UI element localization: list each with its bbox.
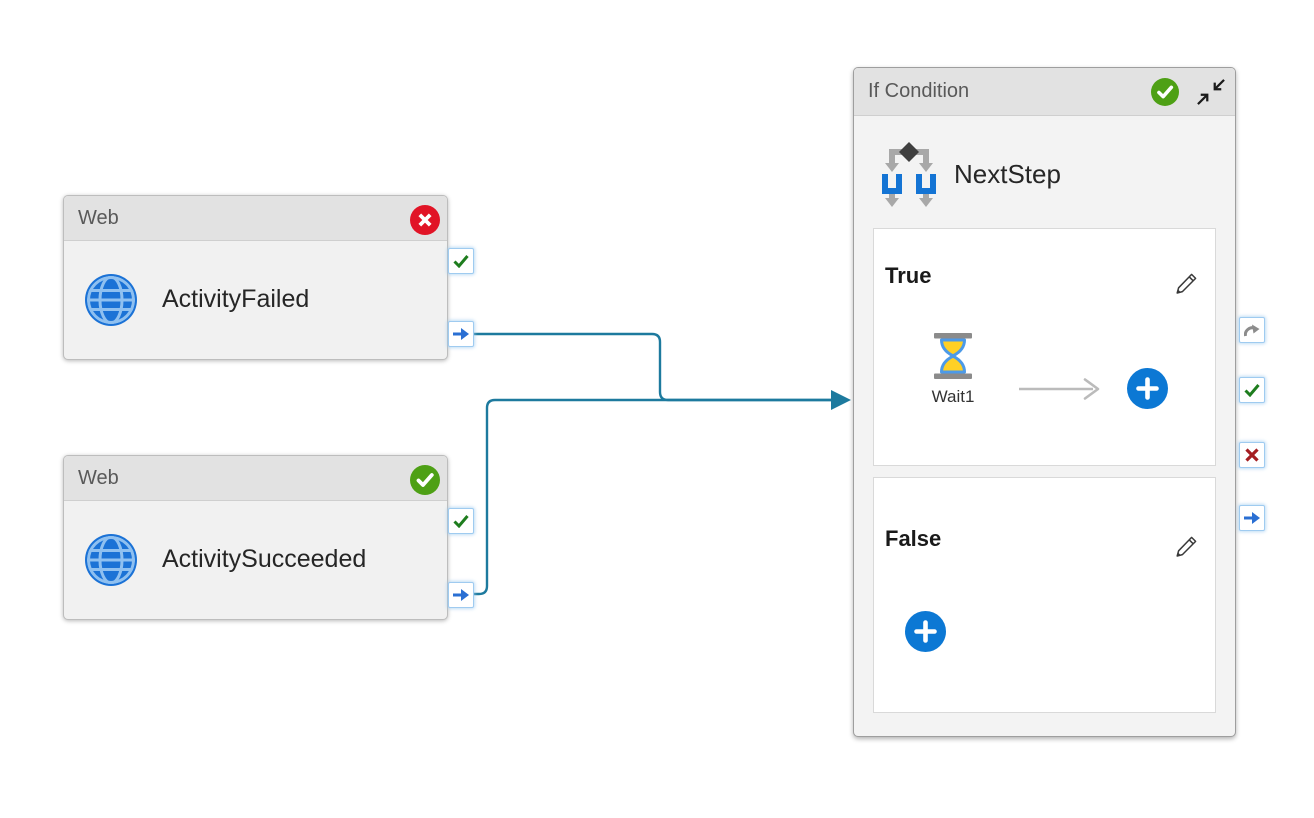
true-branch-label: True xyxy=(885,263,932,288)
false-branch-label: False xyxy=(885,526,942,551)
port-success[interactable] xyxy=(448,248,474,274)
activity-name: ActivitySucceeded xyxy=(162,545,367,573)
true-branch-container[interactable]: True Wait1 xyxy=(873,228,1216,466)
success-badge-icon xyxy=(410,465,440,495)
x-mark-icon xyxy=(1245,448,1259,462)
if-condition-icon xyxy=(879,141,939,207)
error-badge-icon xyxy=(410,205,440,235)
port-skipped[interactable] xyxy=(1239,317,1265,343)
web-activity-icon xyxy=(85,273,137,326)
activity-header: Web xyxy=(64,456,447,501)
activity-type-label: Web xyxy=(78,466,119,489)
if-condition-title-row: NextStep xyxy=(879,141,1061,207)
arrow-right-icon xyxy=(452,328,469,340)
port-success[interactable] xyxy=(1239,377,1265,403)
activity-name: NextStep xyxy=(954,158,1061,189)
add-activity-button[interactable] xyxy=(1127,368,1168,409)
activity-body: ActivitySucceeded xyxy=(64,501,447,618)
activity-body: ActivityFailed xyxy=(64,241,447,358)
hourglass-icon xyxy=(933,333,973,383)
port-completion[interactable] xyxy=(448,582,474,608)
flow-arrow-icon xyxy=(1017,375,1109,403)
activity-node-activitysucceeded[interactable]: Web ActivitySuc xyxy=(63,455,448,620)
connector-arrowhead xyxy=(831,390,851,410)
connector-activityfailed-to-nextstep[interactable] xyxy=(474,332,831,402)
web-activity-icon xyxy=(85,533,137,586)
activity-name: Wait1 xyxy=(931,387,975,406)
add-activity-button[interactable] xyxy=(905,611,946,652)
edit-pencil-icon[interactable] xyxy=(1173,271,1199,297)
port-success[interactable] xyxy=(448,508,474,534)
port-completion[interactable] xyxy=(448,321,474,347)
port-failure[interactable] xyxy=(1239,442,1265,468)
check-icon xyxy=(453,255,469,268)
success-badge-icon xyxy=(1151,78,1179,106)
false-branch-container[interactable]: False xyxy=(873,477,1216,713)
check-icon xyxy=(453,515,469,528)
if-condition-header: If Condition xyxy=(854,68,1235,116)
skip-arrow-icon xyxy=(1244,324,1260,336)
activity-type-label: If Condition xyxy=(868,80,970,102)
connector-activitysucceeded-to-nextstep[interactable] xyxy=(474,398,831,596)
arrow-right-icon xyxy=(1243,512,1260,524)
activity-type-label: Web xyxy=(78,206,119,229)
check-icon xyxy=(1244,384,1260,397)
activity-header: Web xyxy=(64,196,447,241)
arrow-right-icon xyxy=(452,589,469,601)
port-completion[interactable] xyxy=(1239,505,1265,531)
activity-name: ActivityFailed xyxy=(162,285,310,313)
activity-node-activityfailed[interactable]: Web ActivityFai xyxy=(63,195,448,360)
activity-node-wait1[interactable]: Wait1 xyxy=(924,333,982,407)
activity-node-nextstep[interactable]: If Condition xyxy=(853,67,1236,737)
edit-pencil-icon[interactable] xyxy=(1173,534,1199,560)
collapse-icon[interactable] xyxy=(1196,78,1226,106)
